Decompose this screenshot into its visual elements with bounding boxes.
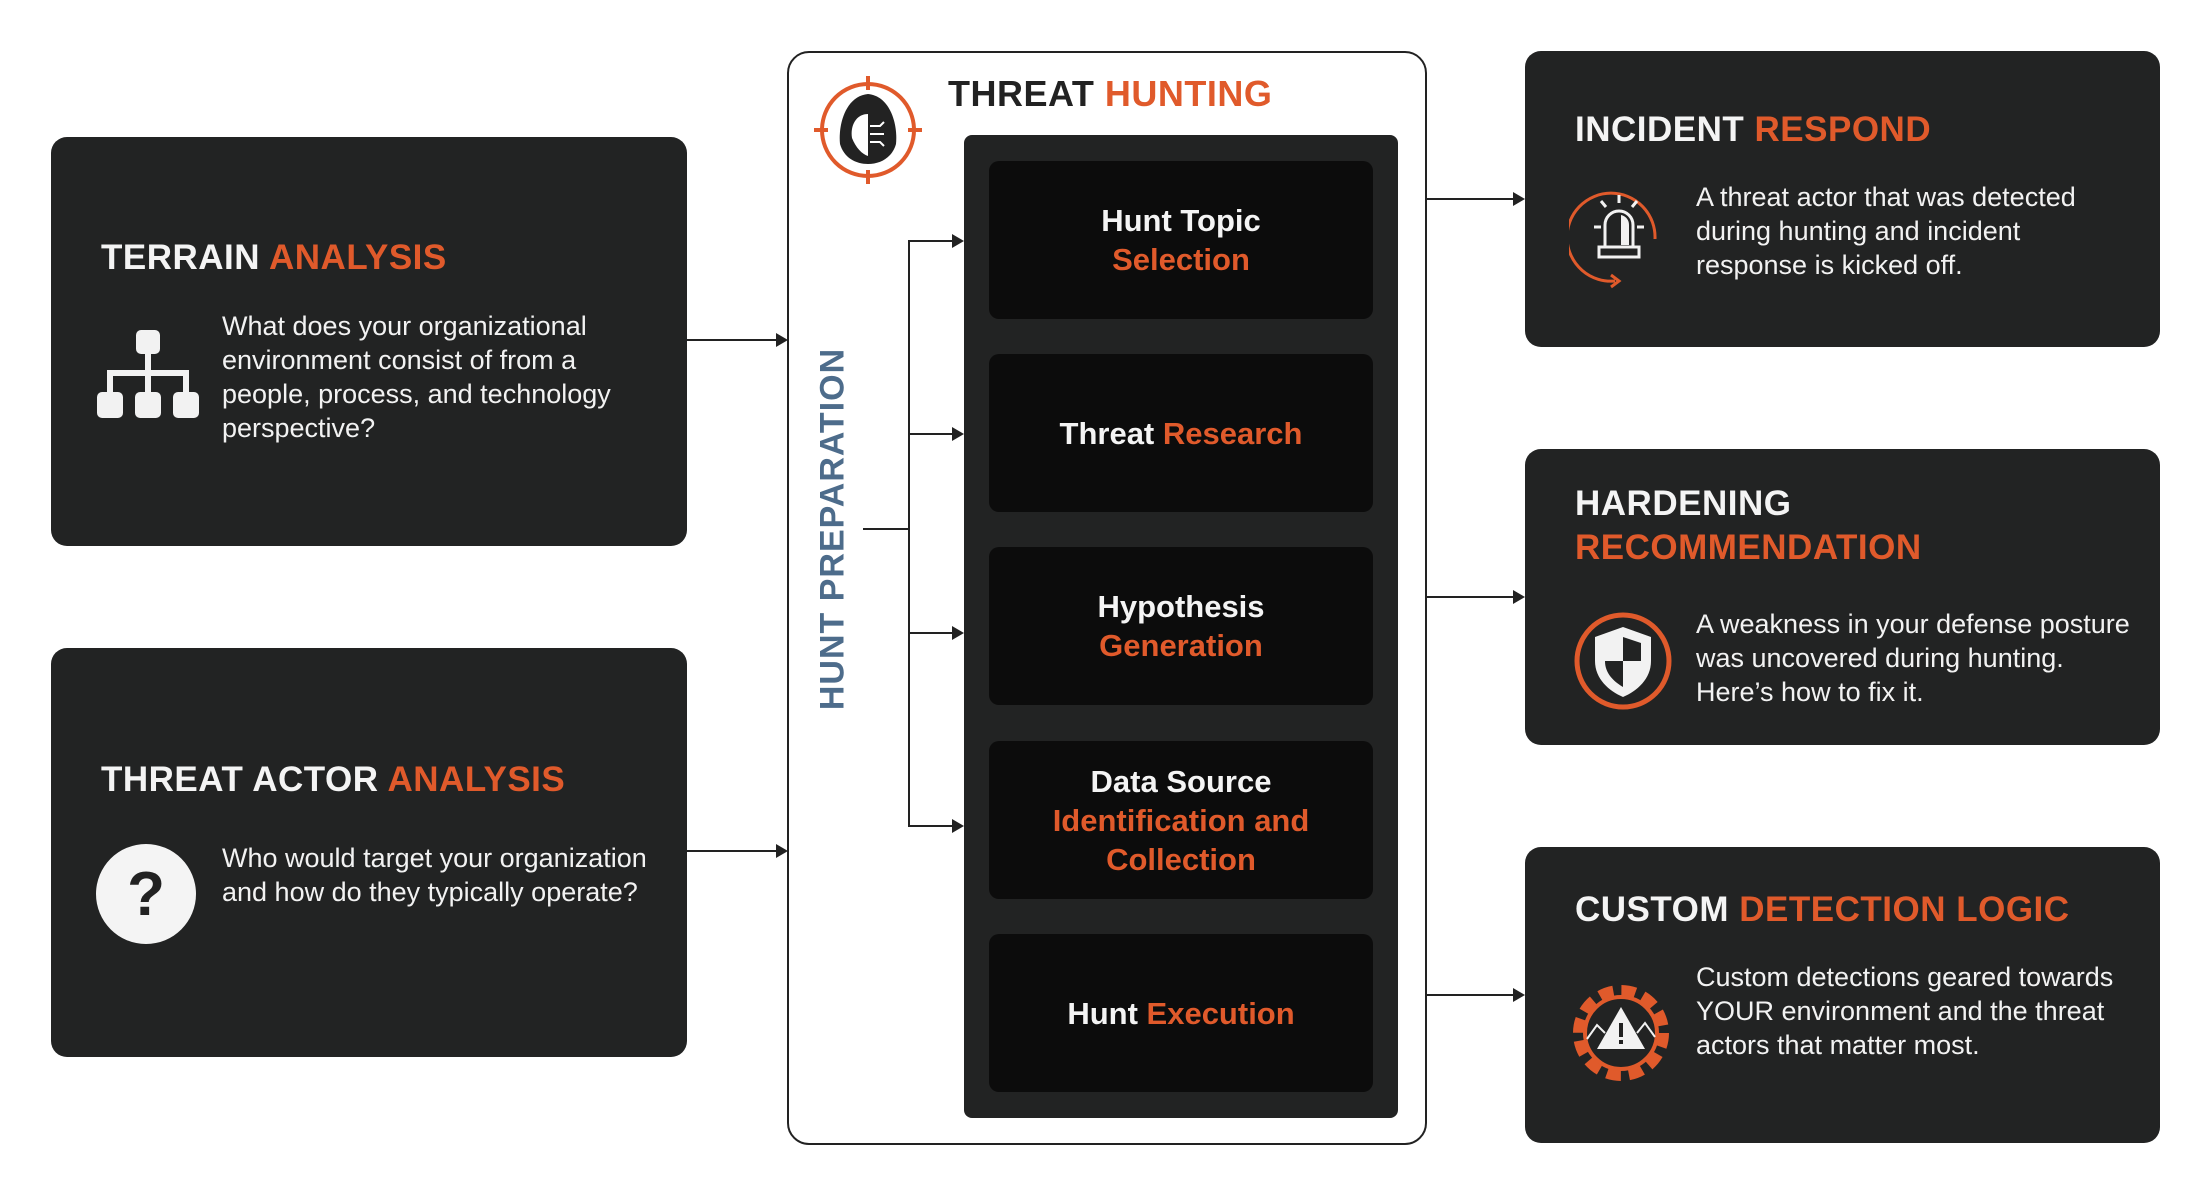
bracket-line [908,825,954,827]
connector-line [687,850,780,852]
arrow-head [776,844,788,858]
bracket-line [908,240,954,242]
hooded-hacker-target-icon [814,76,922,184]
title-part: THREAT [948,73,1095,114]
card-description: Who would target your organization and h… [222,843,647,907]
card-description: A threat actor that was detected during … [1696,182,2076,280]
arrow-head [952,626,964,640]
card-title: THREAT ACTOR ANALYSIS [101,758,565,802]
title-accent: RESPOND [1754,110,1932,149]
terrain-analysis-card: TERRAIN ANALYSIS What does your organiza… [51,137,687,546]
step-label-accent: Generation [1099,628,1263,663]
warning-gear-icon [1573,985,1669,1081]
arrow-head [1513,988,1525,1002]
card-description: Custom detections geared towards YOUR en… [1696,962,2114,1060]
arrow-head [952,819,964,833]
threat-hunting-title: THREAT HUNTING [948,72,1272,116]
title-accent: ANALYSIS [269,238,447,277]
step-label-accent: Identification and Collection [1052,802,1310,877]
title-accent: ANALYSIS [387,760,566,799]
step-label: Hunt [1067,995,1138,1031]
step-label-accent: Execution [1146,995,1295,1031]
card-title: HARDENING RECOMMENDATION [1575,482,1995,570]
card-title: TERRAIN ANALYSIS [101,236,447,280]
step-label: Threat [1059,415,1155,451]
step-threat-research: Threat Research [989,354,1373,512]
question-icon: ? [96,844,196,944]
card-description: What does your organizational environmen… [222,311,611,443]
card-title: CUSTOM DETECTION LOGIC [1575,888,2070,932]
incident-respond-card: INCIDENT RESPOND A threat actor that was… [1525,51,2160,347]
threat-actor-analysis-card: THREAT ACTOR ANALYSIS ? Who would target… [51,648,687,1057]
card-title: INCIDENT RESPOND [1575,108,1931,152]
title-part: INCIDENT [1575,110,1745,149]
arrow-head [776,333,788,347]
org-chart-icon [97,330,199,418]
bracket-line [908,433,954,435]
title-accent: DETECTION LOGIC [1739,890,2070,929]
connector-line [1425,198,1515,200]
arrow-head [1513,590,1525,604]
hardening-recommendation-card: HARDENING RECOMMENDATION A weakness in yo… [1525,449,2160,745]
bracket-line [908,632,954,634]
bracket-line [863,528,909,530]
title-part: HARDENING [1575,484,1792,523]
hunt-preparation-label: HUNT PREPARATION [813,347,852,711]
bracket-line [908,240,910,827]
step-label-accent: Selection [1112,242,1250,277]
title-accent: HUNTING [1104,73,1273,114]
card-description: A weakness in your defense posture was u… [1696,609,2130,707]
step-hunt-execution: Hunt Execution [989,934,1373,1092]
title-accent: RECOMMENDATION [1575,528,1922,567]
step-label: Data Source [1090,763,1272,799]
connector-line [1425,994,1515,996]
title-part: THREAT ACTOR [101,760,379,799]
title-part: CUSTOM [1575,890,1730,929]
alarm-icon [1569,191,1657,289]
shield-icon [1574,612,1672,710]
title-part: TERRAIN [101,238,261,277]
step-label: Hunt Topic [1101,203,1261,238]
arrow-head [952,234,964,248]
arrow-head [1513,192,1525,206]
connector-line [687,339,780,341]
step-label: Hypothesis [1097,589,1265,624]
connector-line [1425,596,1515,598]
custom-detection-logic-card: CUSTOM DETECTION LOGIC Custom detections… [1525,847,2160,1143]
step-label-accent: Research [1162,415,1303,451]
arrow-head [952,427,964,441]
